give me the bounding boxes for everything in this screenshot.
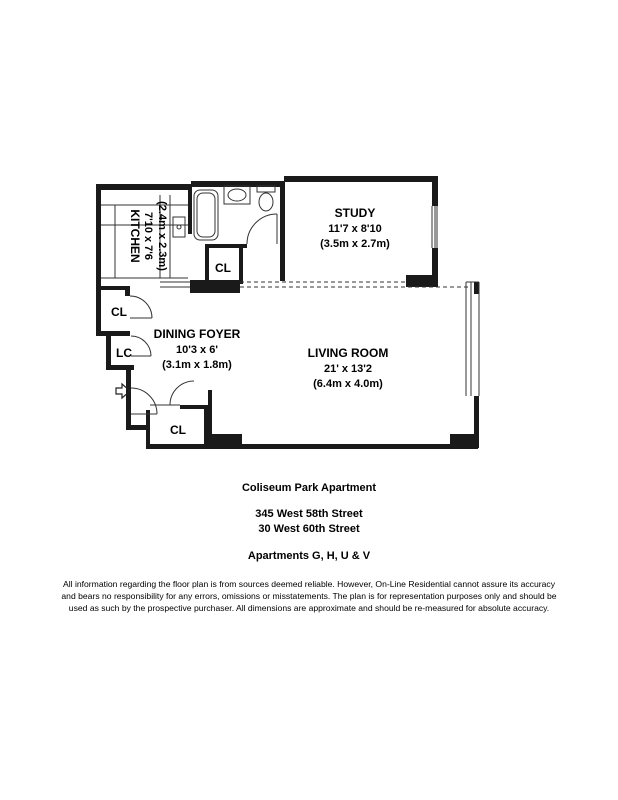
- disclaimer-line-3: used as such by the prospective purchase…: [68, 603, 550, 613]
- apartment-units: Apartments G, H, U & V: [247, 550, 371, 562]
- study-dim-m: (3.5m x 2.7m): [320, 238, 390, 250]
- study-name: STUDY: [335, 206, 376, 220]
- linen-closet-label: LC: [116, 346, 132, 360]
- kitchen-dim-ft: 7'10 x 7'6: [142, 212, 154, 260]
- closet-bottom-label: CL: [170, 423, 186, 437]
- living-room-name: LIVING ROOM: [308, 346, 389, 360]
- entry-arrow-icon: [115, 382, 131, 400]
- kitchen-dim-m: (2.4m x 2.3m): [156, 201, 168, 271]
- living-room-dim-ft: 21' x 13'2: [324, 363, 372, 375]
- floor-plan: KITCHEN 7'10 x 7'6 (2.4m x 2.3m) STUDY 1…: [96, 176, 480, 449]
- walls: [96, 176, 479, 449]
- dining-foyer-dim-ft: 10'3 x 6': [176, 344, 218, 356]
- disclaimer-line-2: and bears no responsibility for any erro…: [61, 591, 557, 601]
- building-name: Coliseum Park Apartment: [241, 482, 377, 494]
- kitchen-label: KITCHEN 7'10 x 7'6 (2.4m x 2.3m): [128, 201, 168, 271]
- address-line-1: 345 West 58th Street: [255, 508, 363, 520]
- disclaimer: All information regarding the floor plan…: [50, 578, 568, 614]
- dining-foyer-name: DINING FOYER: [154, 327, 241, 341]
- kitchen-name: KITCHEN: [128, 209, 142, 262]
- closet-bath-label: CL: [215, 261, 231, 275]
- living-room-dim-m: (6.4m x 4.0m): [313, 378, 383, 390]
- thin-lines: [101, 185, 480, 415]
- disclaimer-line-1: All information regarding the floor plan…: [63, 579, 555, 589]
- closet-top-left-label: CL: [111, 305, 127, 319]
- study-dim-ft: 11'7 x 8'10: [328, 223, 382, 235]
- dining-foyer-dim-m: (3.1m x 1.8m): [162, 359, 232, 371]
- address-line-2: 30 West 60th Street: [258, 523, 360, 535]
